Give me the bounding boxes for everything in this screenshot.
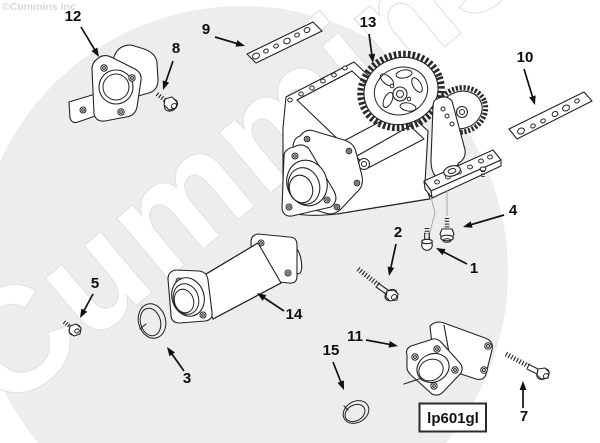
callout-10: 10 <box>517 49 536 105</box>
callout-arrow-line <box>170 352 185 372</box>
part-3-oring-drawing <box>137 303 167 339</box>
callout-number: 4 <box>509 202 518 219</box>
part-10-drawing <box>508 91 593 140</box>
callout-arrow-line <box>82 293 94 313</box>
part-4-bolt-drawing <box>439 218 455 243</box>
callout-5: 5 <box>80 275 99 318</box>
arrowhead-icon <box>436 248 446 256</box>
part-12-drawing <box>68 44 159 124</box>
arrowhead-icon <box>368 53 376 63</box>
callout-arrow-line <box>164 60 174 84</box>
callout-7: 7 <box>519 381 528 425</box>
part-15-oring-drawing <box>342 400 370 424</box>
callout-number: 14 <box>286 306 303 323</box>
leader-line-bolt1 <box>427 196 436 240</box>
part-2-bolt-drawing <box>356 267 399 302</box>
figure-code-text: lp601gl <box>427 410 479 427</box>
callout-3: 3 <box>167 347 191 387</box>
callout-number: 12 <box>65 8 82 25</box>
callout-14: 14 <box>257 293 303 323</box>
large-gear <box>357 50 445 132</box>
callout-number: 10 <box>517 49 534 66</box>
arrowhead-icon <box>387 266 395 276</box>
part-13-drawing <box>281 50 502 240</box>
part-5-bolt-drawing <box>62 320 82 337</box>
callout-9: 9 <box>202 21 245 47</box>
arrowhead-icon <box>167 347 175 357</box>
mounting-rail <box>423 149 502 199</box>
callout-arrow-line <box>368 33 373 57</box>
callout-13: 13 <box>360 14 377 63</box>
callout-number: 1 <box>470 260 478 277</box>
callout-arrow-line <box>214 36 239 45</box>
part-1-bolt-drawing <box>421 228 433 251</box>
arrowhead-icon <box>529 95 536 105</box>
callout-11: 11 <box>347 328 398 348</box>
figure-code-box: lp601gl <box>418 402 487 433</box>
arrowhead-icon <box>388 340 398 348</box>
callout-number: 5 <box>91 275 99 292</box>
arrowhead-icon <box>463 221 473 228</box>
arrowhead-icon <box>80 308 88 318</box>
callout-arrow-line <box>80 26 97 52</box>
callout-arrow-line <box>441 250 468 265</box>
callout-number: 9 <box>202 21 210 38</box>
callout-arrow-line <box>365 339 392 346</box>
arrowhead-icon <box>162 80 170 90</box>
part-9-drawing <box>246 21 323 64</box>
arrowhead-icon <box>257 293 267 301</box>
callout-number: 2 <box>394 224 402 241</box>
callout-number: 3 <box>183 370 191 387</box>
watermark-copyright: ©Cummins Inc <box>2 1 76 13</box>
part-11-drawing <box>403 321 493 396</box>
callout-15: 15 <box>323 342 344 390</box>
part-8-bolt-drawing <box>155 92 179 112</box>
arrowhead-icon <box>519 381 527 390</box>
callout-2: 2 <box>387 224 402 276</box>
callout-arrow-line <box>262 296 285 312</box>
callout-number: 11 <box>347 328 363 345</box>
callout-1: 1 <box>436 248 478 277</box>
part-14-drawing <box>167 233 303 324</box>
callout-12: 12 <box>65 8 99 57</box>
callout-arrow-line <box>332 361 343 384</box>
callout-arrow-line <box>523 68 534 99</box>
arrowhead-icon <box>91 47 99 57</box>
callout-4: 4 <box>463 202 518 228</box>
callout-8: 8 <box>162 40 180 90</box>
callout-number: 15 <box>323 342 340 359</box>
callout-arrow-line <box>469 214 505 226</box>
callout-number: 13 <box>360 14 377 31</box>
callout-number: 8 <box>172 40 180 57</box>
part-7-bolt-drawing <box>504 351 550 380</box>
arrowhead-icon <box>337 380 344 390</box>
callout-arrow-line <box>389 243 397 270</box>
callout-number: 7 <box>520 408 528 425</box>
arrowhead-icon <box>235 40 245 47</box>
